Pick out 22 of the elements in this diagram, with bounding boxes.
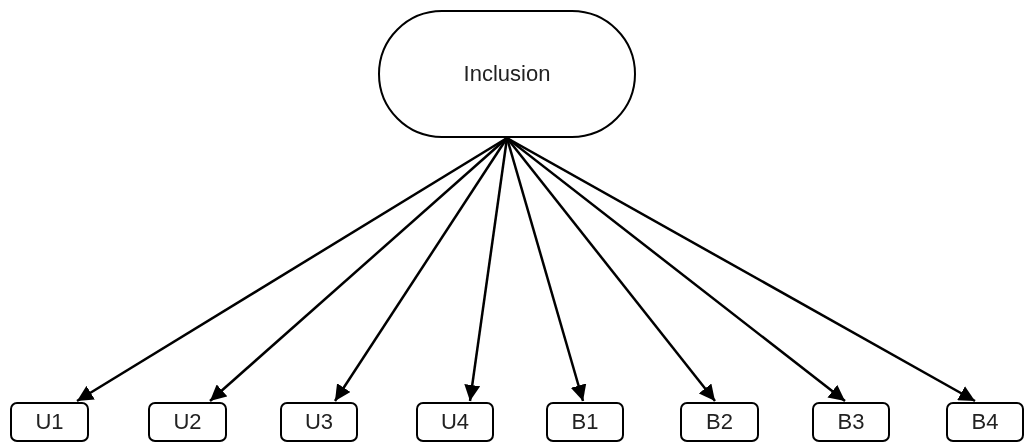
node-label: U3	[304, 409, 334, 435]
process-box	[946, 402, 1024, 442]
node-label: B2	[706, 409, 733, 435]
process-box	[148, 402, 227, 442]
node-label: Inclusion	[463, 61, 551, 87]
node-label: B4	[971, 409, 999, 435]
arrow	[506, 137, 846, 402]
arrow	[506, 136, 976, 403]
process-box	[680, 402, 759, 442]
node-label: U4	[440, 409, 470, 435]
arrow	[464, 137, 509, 402]
node-label: U2	[173, 409, 202, 435]
process-box	[812, 402, 890, 442]
process-box	[10, 402, 89, 442]
process-box	[546, 402, 624, 442]
node-label: B1	[571, 409, 599, 435]
arrow	[76, 136, 508, 403]
node-label: B3	[837, 409, 865, 435]
process-box	[280, 402, 358, 442]
process-box	[416, 402, 494, 442]
arrow	[209, 137, 508, 402]
node-label: U1	[35, 409, 64, 435]
